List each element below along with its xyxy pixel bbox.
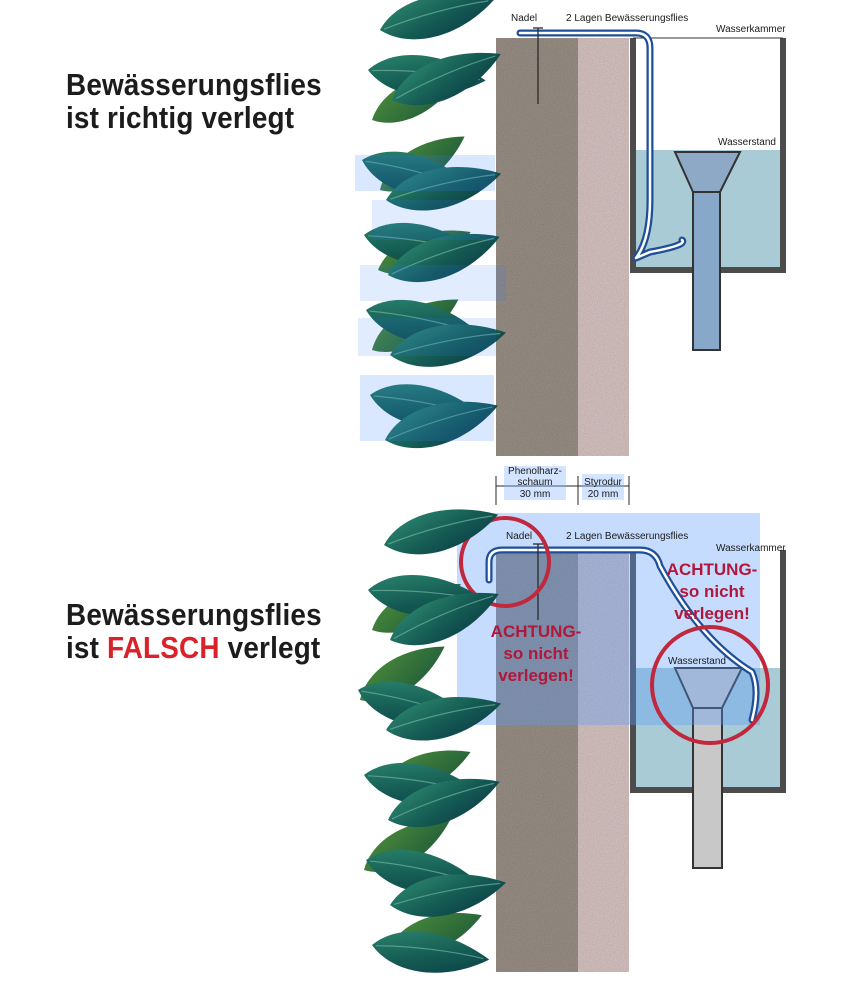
chamber-label-wrong: Wasserkammer [716, 543, 786, 554]
warning-left-line1: ACHTUNG- [491, 622, 582, 641]
fleece-label-wrong: 2 Lagen Bewässerungsflies [566, 531, 688, 542]
styrodur-layer [578, 38, 629, 456]
warning-right-line3: verlegen! [674, 604, 750, 623]
water-level-label-wrong: Wasserstand [668, 656, 726, 667]
panel-correct: Nadel 2 Lagen Bewässerungsflies Wasserka… [355, 0, 786, 457]
drain-tube [693, 192, 720, 350]
phenol-foam-layer [496, 38, 578, 456]
water-level-label: Wasserstand [718, 137, 776, 148]
warning-left-line3: verlegen! [498, 666, 574, 685]
chamber-label: Wasserkammer [716, 24, 786, 35]
warning-left: ACHTUNG- so nicht verlegen! [491, 622, 582, 685]
styrodur-dim-value: 20 mm [588, 489, 619, 500]
warning-right-line2: so nicht [679, 582, 745, 601]
phenol-dim-value: 30 mm [520, 489, 551, 500]
drain-tube-wrong [693, 708, 722, 868]
dimension-lines: Phenolharz- schaum 30 mm Styrodur 20 mm [496, 466, 629, 505]
needle-label: Nadel [511, 13, 537, 24]
needle-label-wrong: Nadel [506, 531, 532, 542]
styrodur-dim-label: Styrodur [584, 477, 622, 488]
phenol-dim-label-2: schaum [517, 477, 552, 488]
warning-right: ACHTUNG- so nicht verlegen! [667, 560, 758, 623]
warning-right-line1: ACHTUNG- [667, 560, 758, 579]
phenol-dim-label-1: Phenolharz- [508, 466, 562, 477]
plants-top [355, 0, 509, 457]
warning-left-line2: so nicht [503, 644, 569, 663]
fleece-label: 2 Lagen Bewässerungsflies [566, 13, 688, 24]
panel-wrong: Nadel 2 Lagen Bewässerungsflies Wasserka… [351, 499, 787, 983]
